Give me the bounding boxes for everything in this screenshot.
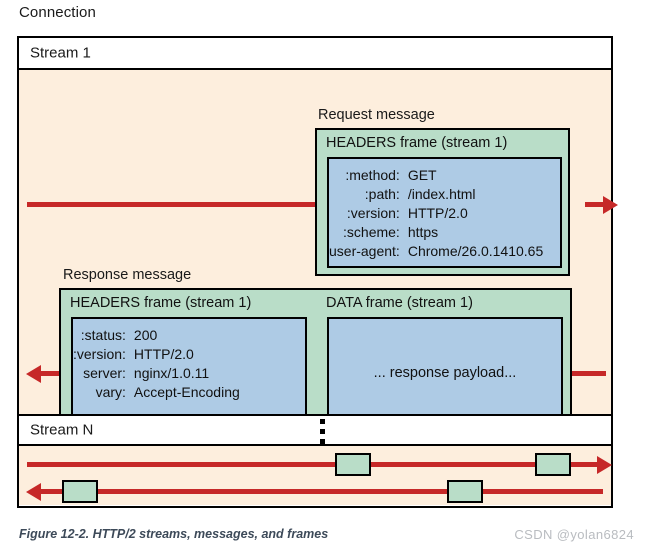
table-row: server: nginx/1.0.11 (73, 364, 240, 383)
field-value: 200 (133, 327, 158, 343)
field-key: vary: (95, 384, 126, 400)
response-header-fields: :status: 200 :version: HTTP/2.0 server: … (73, 319, 305, 421)
response-headers-frame-title: HEADERS frame (stream 1) (70, 295, 252, 311)
stream-n-outbound-frame-chip-1 (335, 453, 371, 476)
stream-n-header: Stream N (19, 414, 611, 446)
request-header-field-table: :method: GET :path: /index.html :version… (329, 166, 543, 261)
figure-caption: Figure 12-2. HTTP/2 streams, messages, a… (19, 527, 329, 541)
field-key: ... (114, 403, 126, 419)
field-value: GET (407, 167, 437, 183)
connection-label: Connection (19, 4, 96, 21)
table-row: :version: HTTP/2.0 (329, 204, 543, 223)
field-key: server: (83, 365, 126, 381)
field-value: HTTP/2.0 (133, 346, 194, 362)
table-row: :path: /index.html (329, 185, 543, 204)
table-row: :version: HTTP/2.0 (73, 345, 240, 364)
field-value: https (407, 224, 439, 240)
request-arrow-line-left (27, 202, 332, 207)
field-key: :version: (73, 346, 126, 362)
request-message-label: Request message (318, 107, 435, 123)
response-data-frame-title: DATA frame (stream 1) (326, 295, 473, 311)
field-key: :scheme: (343, 224, 400, 240)
stream-1-body: Request message HEADERS frame (stream 1)… (19, 70, 618, 436)
table-row: :status: 200 (73, 326, 240, 345)
response-data-payload: ... response payload... (327, 317, 563, 428)
response-header-field-table: :status: 200 :version: HTTP/2.0 server: … (73, 326, 240, 421)
stream-n-outbound-arrow-line (27, 462, 603, 467)
request-arrow-line-right (585, 202, 603, 207)
connection-frame: Stream 1 Request message HEADERS frame (… (17, 36, 618, 508)
field-value: Chrome/26.0.1410.65 (407, 243, 544, 259)
table-row: ... (73, 402, 240, 421)
field-key: :status: (80, 327, 126, 343)
response-frames-container: HEADERS frame (stream 1) DATA frame (str… (59, 288, 572, 436)
request-headers-frame: HEADERS frame (stream 1) :method: GET :p… (315, 128, 570, 276)
request-arrow-head-icon (603, 195, 618, 214)
stream-n-body (19, 446, 612, 505)
response-arrow-head-icon (26, 364, 41, 383)
stream-n-inbound-arrow-line (41, 489, 603, 494)
field-value: HTTP/2.0 (407, 205, 468, 221)
stream-n-inbound-arrow-head-icon (26, 482, 41, 501)
response-arrow-line-left (41, 371, 59, 376)
field-key: :version: (346, 205, 400, 221)
field-value: /index.html (407, 186, 476, 202)
response-headers-payload: :status: 200 :version: HTTP/2.0 server: … (71, 317, 307, 428)
table-row: :scheme: https (329, 223, 543, 242)
stream-n-inbound-frame-chip-1 (62, 480, 98, 503)
response-arrow-line-right (572, 371, 606, 376)
stream-1-header: Stream 1 (19, 38, 611, 70)
field-key: :method: (345, 167, 400, 183)
response-message-label: Response message (63, 267, 192, 283)
request-headers-payload: :method: GET :path: /index.html :version… (327, 157, 562, 268)
table-row: user-agent: Chrome/26.0.1410.65 (329, 242, 543, 261)
request-headers-frame-title: HEADERS frame (stream 1) (326, 135, 508, 151)
table-row: :method: GET (329, 166, 543, 185)
request-header-fields: :method: GET :path: /index.html :version… (329, 159, 560, 261)
watermark: CSDN @yolan6824 (514, 527, 634, 542)
stream-n-label: Stream N (30, 421, 94, 439)
field-key: :path: (364, 186, 400, 202)
stream-n-inbound-frame-chip-2 (447, 480, 483, 503)
response-payload-text: ... response payload... (373, 364, 517, 381)
vertical-ellipsis-icon (320, 418, 326, 446)
field-value: nginx/1.0.11 (133, 365, 210, 381)
field-key: user-agent: (329, 243, 400, 259)
field-value: Accept-Encoding (133, 384, 240, 400)
stream-n-outbound-arrow-head-icon (597, 455, 612, 474)
stream-n-outbound-frame-chip-2 (535, 453, 571, 476)
table-row: vary: Accept-Encoding (73, 383, 240, 402)
stream-1-label: Stream 1 (30, 44, 91, 62)
